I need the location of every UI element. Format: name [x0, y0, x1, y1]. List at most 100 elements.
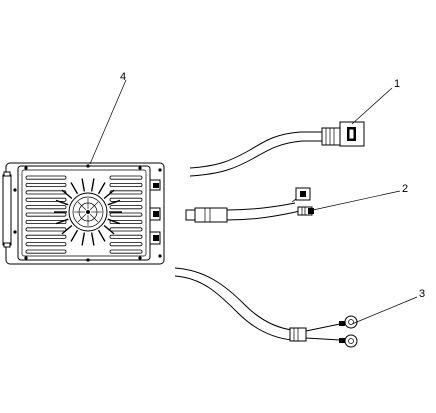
cable-assembly-3 — [174, 267, 358, 348]
harness-2-sleeve-band — [204, 208, 211, 222]
cable-1-upper-edge — [189, 131, 322, 169]
callout-3: 3 — [419, 288, 425, 300]
flange-tab-top — [3, 171, 11, 177]
harness-2-connector-ribs — [301, 207, 306, 215]
harness-2-end-cap — [185, 209, 196, 221]
fan-assembly — [68, 192, 108, 232]
fan-spoke — [77, 213, 87, 223]
screw — [138, 256, 142, 260]
cable-3-junction-band — [293, 328, 299, 341]
connector-top-pin — [153, 183, 159, 188]
cooling-fin — [25, 197, 67, 202]
cooling-fin — [25, 182, 67, 187]
cooling-fin — [25, 249, 67, 254]
radial-fin — [70, 229, 79, 242]
ring-terminal-lower — [339, 334, 358, 348]
cooling-fin — [25, 205, 67, 210]
radial-fin — [55, 199, 69, 206]
screw — [86, 164, 90, 168]
radial-fin — [55, 218, 69, 225]
cooling-fin — [25, 227, 67, 232]
flange-tab-bottom — [3, 242, 11, 248]
lead-upper — [305, 323, 341, 332]
radial-fin — [70, 182, 79, 195]
frame-screws — [13, 164, 162, 262]
screw — [158, 168, 162, 172]
fan-spoke — [89, 213, 99, 223]
harness-2-upper-edge — [226, 202, 296, 211]
cable-1-lower-edge — [189, 140, 322, 177]
cooling-fin — [25, 175, 67, 180]
harness-2-lower-edge — [226, 210, 301, 221]
connector-mid-pin — [153, 211, 159, 217]
radial-fin — [107, 199, 121, 206]
radial-fin — [90, 178, 95, 192]
left-flange — [2, 174, 12, 246]
leader-lines — [89, 79, 418, 325]
cooling-fin — [25, 219, 67, 224]
cable-assembly-1 — [189, 121, 365, 177]
screw — [86, 258, 90, 262]
radial-fin — [103, 224, 115, 235]
callout-1: 1 — [394, 78, 400, 90]
fan-ring — [72, 196, 104, 228]
cooling-fin — [109, 249, 143, 254]
screw — [13, 188, 17, 192]
radial-fin — [107, 218, 121, 225]
screw — [24, 166, 28, 170]
harness-2-connector-face — [308, 208, 314, 214]
radial-fin — [81, 232, 86, 246]
cooling-fin — [109, 212, 143, 217]
cooling-fin — [109, 227, 143, 232]
radial-fin — [61, 224, 73, 235]
harness-assembly-2 — [185, 187, 314, 223]
cooling-fin — [109, 242, 143, 247]
cooling-fin — [109, 182, 143, 187]
fan-center — [86, 210, 90, 214]
cooling-fin — [25, 242, 67, 247]
leader-2 — [312, 190, 401, 211]
ring-terminal-upper — [339, 315, 358, 329]
radial-fin — [97, 182, 106, 195]
fan-spokes — [74, 198, 102, 226]
ring-terminal-lower-hole — [348, 338, 354, 344]
screw — [138, 166, 142, 170]
ring-terminal-upper-crimp — [339, 321, 345, 326]
ring-terminal-lower-crimp — [339, 338, 345, 343]
charger-unit — [2, 162, 165, 265]
ring-terminal-upper-hole — [348, 319, 354, 325]
ring-terminal-lower-eye — [344, 334, 358, 348]
plug-1-collar — [321, 127, 341, 146]
charger-right-connectors — [149, 179, 161, 245]
ring-terminal-upper-eye — [344, 315, 358, 329]
cooling-fin — [25, 212, 67, 217]
lead-lower — [305, 337, 341, 341]
cooling-fin — [25, 190, 67, 195]
radial-fin — [81, 178, 86, 192]
cooling-fin — [109, 234, 143, 239]
harness-2-small-plug-face — [300, 191, 306, 197]
fan-spoke — [89, 201, 99, 211]
cooling-fin — [109, 205, 143, 210]
screw — [13, 230, 17, 234]
radial-fin — [103, 189, 115, 200]
cooling-fin — [25, 234, 67, 239]
screw — [158, 254, 162, 258]
fan-spoke — [77, 201, 87, 211]
callout-2: 2 — [402, 183, 408, 195]
callout-4: 4 — [120, 71, 126, 83]
screw — [24, 256, 28, 260]
cooling-fin — [109, 175, 143, 180]
cooling-fin — [109, 197, 143, 202]
charger-inner-frame — [21, 169, 147, 257]
leader-1 — [351, 87, 393, 125]
plug-1-ribs — [325, 128, 335, 145]
radial-fin — [97, 229, 106, 242]
cooling-fins — [25, 175, 143, 254]
radial-fin — [61, 189, 73, 200]
cooling-fin — [109, 190, 143, 195]
harness-2-sleeve — [194, 207, 228, 223]
cable-3-lower-edge — [174, 275, 293, 341]
cable-3-upper-edge — [174, 267, 293, 331]
